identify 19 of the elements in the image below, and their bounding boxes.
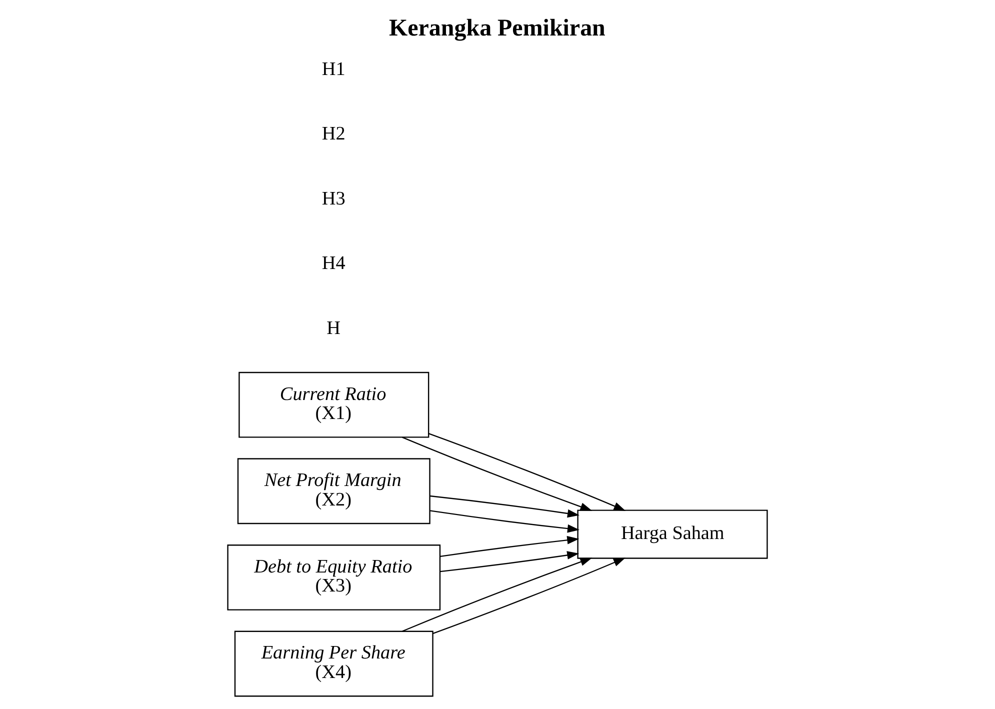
arrow xyxy=(402,436,592,511)
arrow xyxy=(432,558,626,634)
node-box: Current Ratio (X1) xyxy=(238,372,430,438)
node-box: Earning Per Share (X4) xyxy=(234,630,434,697)
arrow xyxy=(440,551,580,572)
node-box: Net Profit Margin (X2) xyxy=(237,458,430,524)
arrow xyxy=(430,510,580,533)
node-box: Harga Saham xyxy=(577,510,768,559)
arrow xyxy=(428,433,626,511)
label: H xyxy=(326,318,341,339)
label: H2 xyxy=(322,124,346,145)
diagram-title: Kerangka Pemikiran xyxy=(389,16,606,42)
arrow xyxy=(440,536,580,558)
node-box: Debt to Equity Ratio (X3) xyxy=(227,544,441,610)
label: H3 xyxy=(322,188,346,210)
label: H1 xyxy=(322,58,346,80)
label: H4 xyxy=(322,253,346,274)
arrow xyxy=(402,558,592,632)
arrow xyxy=(430,495,580,518)
